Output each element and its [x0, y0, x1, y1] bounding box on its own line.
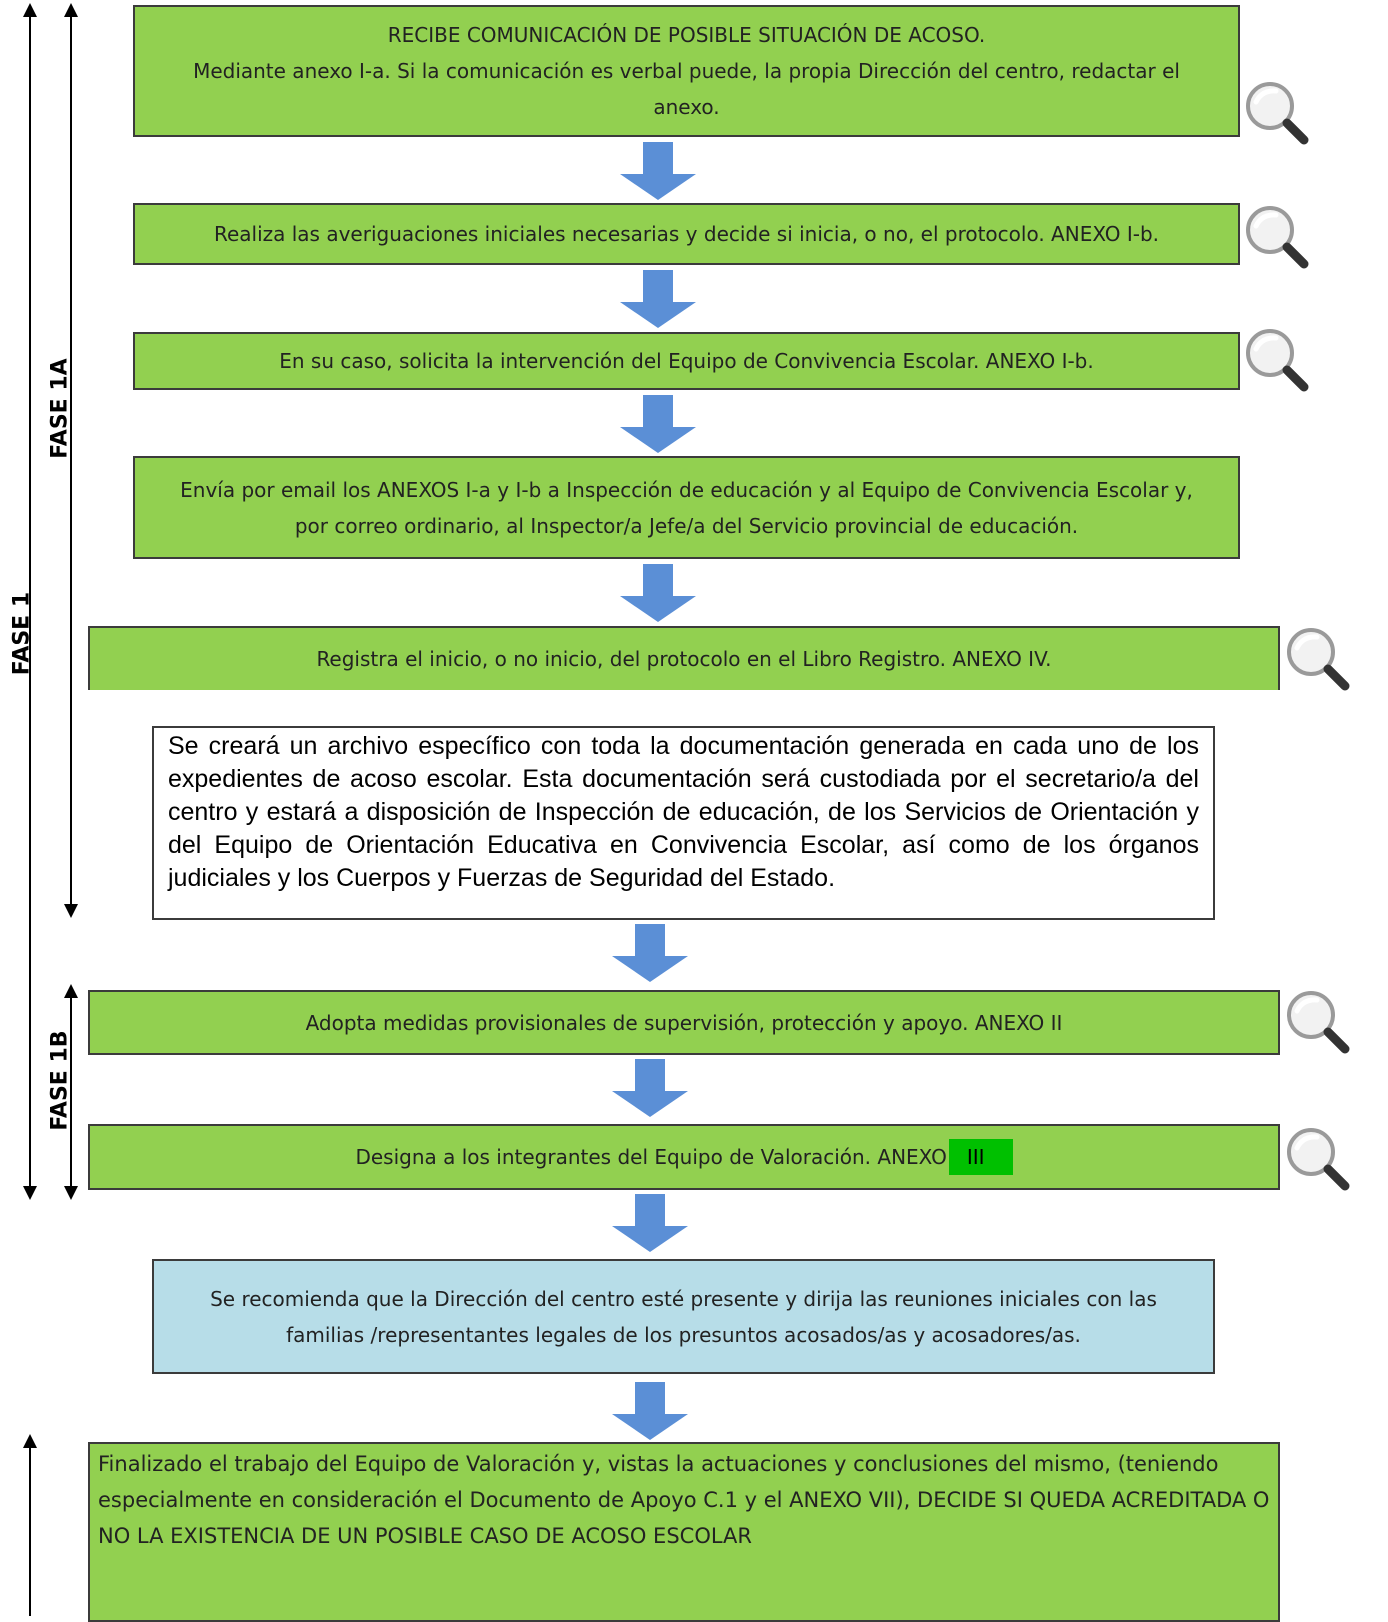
- fase-1-line: [29, 14, 31, 1188]
- magnifier-icon[interactable]: [1240, 76, 1310, 146]
- step-send-annexes: Envía por email los ANEXOS I-a y I-b a I…: [133, 456, 1240, 559]
- step-register-protocol: Registra el inicio, o no inicio, del pro…: [88, 626, 1280, 690]
- down-arrow-icon: [612, 924, 688, 982]
- step-designate-team-text: Designa a los integrantes del Equipo de …: [355, 1145, 947, 1169]
- step-provisional-measures-text: Adopta medidas provisionales de supervis…: [305, 1010, 1063, 1035]
- fase-1-arrow-top: [23, 3, 37, 17]
- fase-1a-line: [70, 14, 72, 906]
- magnifier-icon[interactable]: [1240, 200, 1310, 270]
- step-initial-inquiries-text: Realiza las averiguaciones iniciales nec…: [213, 222, 1160, 246]
- down-arrow-icon: [620, 142, 696, 200]
- step-request-intervention: En su caso, solicita la intervención del…: [133, 332, 1240, 390]
- down-arrow-icon: [620, 564, 696, 622]
- fase-1b-arrow-top: [64, 984, 78, 998]
- fase-2-line: [29, 1446, 31, 1616]
- magnifier-icon[interactable]: [1281, 1122, 1351, 1192]
- step-receive-communication-text: RECIBE COMUNICACIÓN DE POSIBLE SITUACIÓN…: [193, 23, 1180, 119]
- recommendation-text: Se recomienda que la Dirección del centr…: [210, 1286, 1157, 1347]
- step-designate-team-line: Designa a los integrantes del Equipo de …: [90, 1139, 1278, 1175]
- fase-1b-arrow-bottom: [64, 1186, 78, 1200]
- down-arrow-icon: [620, 270, 696, 328]
- recommendation-box: Se recomienda que la Dirección del centr…: [152, 1259, 1215, 1374]
- fase-1a-label: FASE 1A: [47, 358, 73, 459]
- fase-2-arrow-top: [23, 1434, 37, 1448]
- fase-1-arrow-bottom: [23, 1186, 37, 1200]
- down-arrow-icon: [612, 1059, 688, 1117]
- down-arrow-icon: [612, 1382, 688, 1440]
- magnifier-icon[interactable]: [1281, 622, 1351, 692]
- step-register-protocol-text: Registra el inicio, o no inicio, del pro…: [316, 647, 1052, 671]
- fase-1b-line: [70, 994, 72, 1188]
- fase-1-label: FASE 1: [9, 591, 35, 676]
- documentation-note-text: Se creará un archivo específico con toda…: [168, 732, 1199, 892]
- step-final-decision-text: Finalizado el trabajo del Equipo de Valo…: [98, 1452, 1270, 1548]
- down-arrow-icon: [620, 395, 696, 453]
- step-provisional-measures: Adopta medidas provisionales de supervis…: [88, 990, 1280, 1055]
- step-send-annexes-text: Envía por email los ANEXOS I-a y I-b a I…: [180, 477, 1193, 538]
- fase-1a-arrow-bottom: [64, 904, 78, 918]
- step-initial-inquiries: Realiza las averiguaciones iniciales nec…: [133, 203, 1240, 265]
- documentation-note: Se creará un archivo específico con toda…: [152, 726, 1215, 920]
- step-receive-communication: RECIBE COMUNICACIÓN DE POSIBLE SITUACIÓN…: [133, 5, 1240, 137]
- step-designate-team: Designa a los integrantes del Equipo de …: [88, 1124, 1280, 1190]
- down-arrow-icon: [612, 1194, 688, 1252]
- fase-1a-arrow-top: [64, 3, 78, 17]
- magnifier-icon[interactable]: [1281, 985, 1351, 1055]
- magnifier-icon[interactable]: [1240, 323, 1310, 393]
- step-request-intervention-text: En su caso, solicita la intervención del…: [279, 349, 1094, 373]
- fase-1b-label: FASE 1B: [47, 1030, 73, 1131]
- annex-highlight: III: [948, 1139, 1013, 1175]
- step-final-decision: Finalizado el trabajo del Equipo de Valo…: [88, 1442, 1280, 1622]
